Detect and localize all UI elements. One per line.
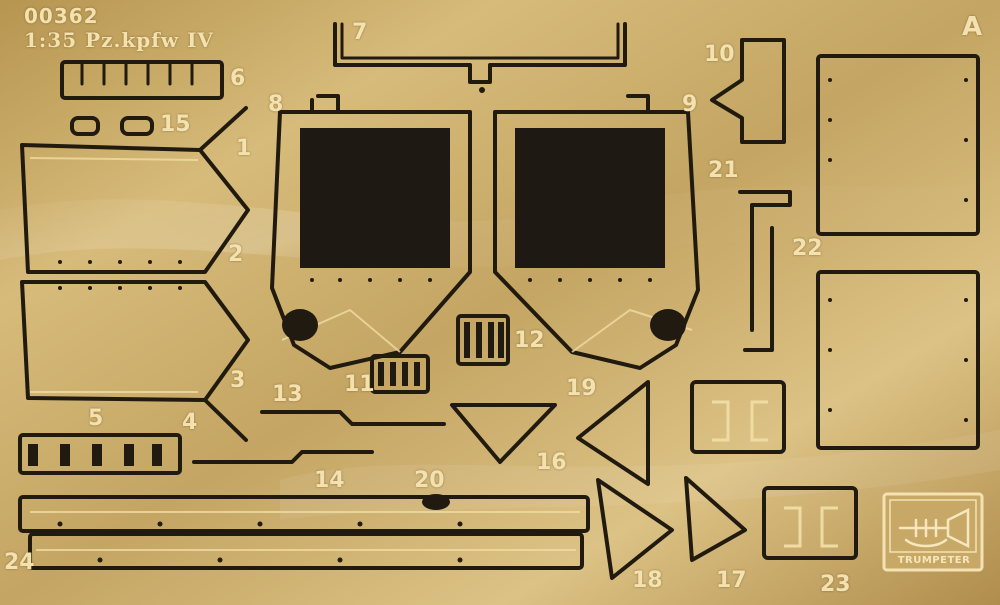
part-label-9: 9 — [682, 92, 698, 117]
part-15-b — [120, 116, 154, 136]
part-1 — [198, 106, 248, 152]
part-12 — [456, 314, 510, 366]
part-19 — [576, 380, 650, 486]
part-15-a — [70, 116, 100, 136]
trumpet-icon — [898, 507, 970, 549]
part-18 — [596, 478, 674, 580]
part-label-17: 17 — [716, 568, 747, 593]
bracket-lower — [762, 486, 858, 560]
part-label-21: 21 — [708, 158, 739, 183]
part-16 — [450, 403, 557, 464]
scale-title: 1:35 Pz.kpfw IV — [24, 28, 214, 52]
part-label-8: 8 — [268, 92, 284, 117]
part-label-22: 22 — [792, 236, 823, 261]
part-label-24: 24 — [4, 550, 35, 575]
part-label-18: 18 — [632, 568, 663, 593]
part-3 — [20, 280, 250, 402]
part-22 — [743, 226, 774, 352]
part-21 — [738, 190, 792, 332]
part-label-19: 19 — [566, 376, 597, 401]
plate-lower — [816, 270, 980, 450]
part-7 — [333, 22, 627, 84]
part-label-14: 14 — [314, 468, 345, 493]
part-24 — [28, 532, 584, 570]
part-label-7: 7 — [352, 20, 368, 45]
part-label-11: 11 — [344, 372, 375, 397]
product-code: 00362 — [24, 4, 99, 28]
trumpeter-logo — [882, 492, 984, 572]
part-label-3: 3 — [230, 368, 246, 393]
part-13 — [260, 410, 446, 426]
part-11 — [370, 354, 430, 394]
part-label-10: 10 — [704, 42, 735, 67]
part-label-2: 2 — [228, 242, 244, 267]
part-4 — [203, 398, 248, 442]
fret-letter: A — [962, 12, 983, 42]
part-20 — [18, 495, 590, 533]
part-5 — [18, 433, 182, 475]
part-17 — [684, 476, 747, 562]
part-label-6: 6 — [230, 66, 246, 91]
part-label-1: 1 — [236, 136, 252, 161]
part-label-23: 23 — [820, 572, 851, 597]
part-label-4: 4 — [182, 410, 198, 435]
bracket-upper — [690, 380, 786, 454]
part-14 — [192, 450, 374, 464]
part-label-13: 13 — [272, 382, 303, 407]
part-9 — [493, 110, 700, 370]
part-label-12: 12 — [514, 328, 545, 353]
part-10 — [710, 38, 786, 144]
part-label-15: 15 — [160, 112, 191, 137]
part-label-20: 20 — [414, 468, 445, 493]
plate-upper — [816, 54, 980, 236]
part-8 — [270, 110, 472, 370]
part-2 — [20, 143, 250, 274]
part-6 — [60, 60, 224, 100]
part-label-5: 5 — [88, 406, 104, 431]
brand-name: TRUMPETER — [897, 555, 971, 566]
part-label-16: 16 — [536, 450, 567, 475]
